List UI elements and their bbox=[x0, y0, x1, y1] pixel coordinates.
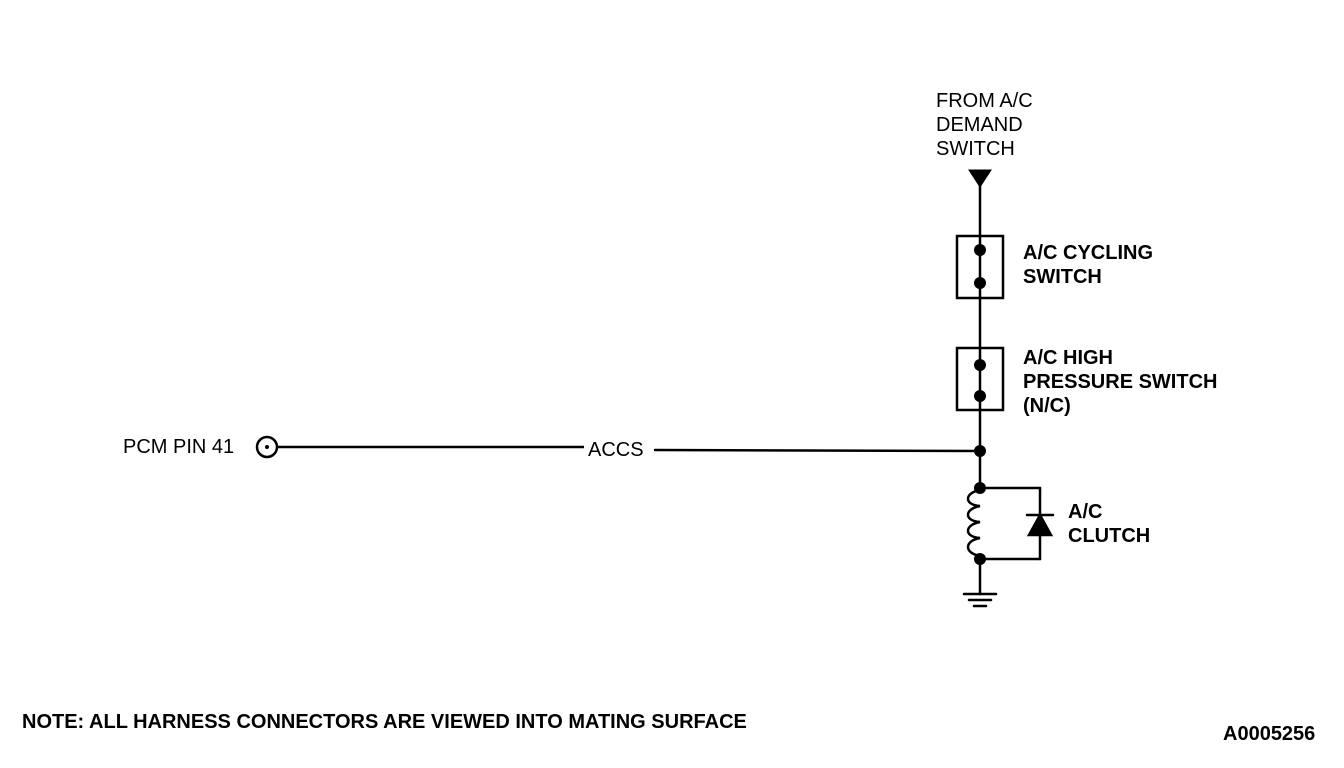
high-pressure-switch-dot-bottom bbox=[974, 390, 986, 402]
source-label: FROM A/C DEMAND SWITCH bbox=[936, 90, 1033, 160]
high-pressure-switch-dot-top bbox=[974, 359, 986, 371]
pcm-pin-center bbox=[265, 445, 269, 449]
pcm-pin-connector bbox=[255, 435, 279, 459]
note-text: NOTE: ALL HARNESS CONNECTORS ARE VIEWED … bbox=[22, 711, 747, 733]
clutch-label: A/C CLUTCH bbox=[1068, 501, 1151, 547]
diode-icon bbox=[1026, 512, 1054, 537]
clutch-coil bbox=[966, 488, 982, 558]
accs-wire-right bbox=[653, 448, 982, 453]
high-pressure-switch-label: A/C HIGH PRESSURE SWITCH (N/C) bbox=[1023, 347, 1218, 417]
cycling-switch-label: A/C CYCLING SWITCH bbox=[1023, 242, 1153, 288]
cycling-switch-dot-top bbox=[974, 244, 986, 256]
pcm-pin-label: PCM PIN 41 bbox=[123, 436, 235, 458]
clutch-dot-bottom bbox=[974, 553, 986, 565]
accs-wire-label: ACCS bbox=[584, 438, 648, 462]
cycling-switch-dot-bottom bbox=[974, 277, 986, 289]
accs-junction-dot bbox=[974, 445, 986, 457]
figure-id: A0005256 bbox=[1223, 723, 1316, 745]
source-arrow bbox=[968, 169, 992, 188]
clutch-dot-top bbox=[974, 482, 986, 494]
